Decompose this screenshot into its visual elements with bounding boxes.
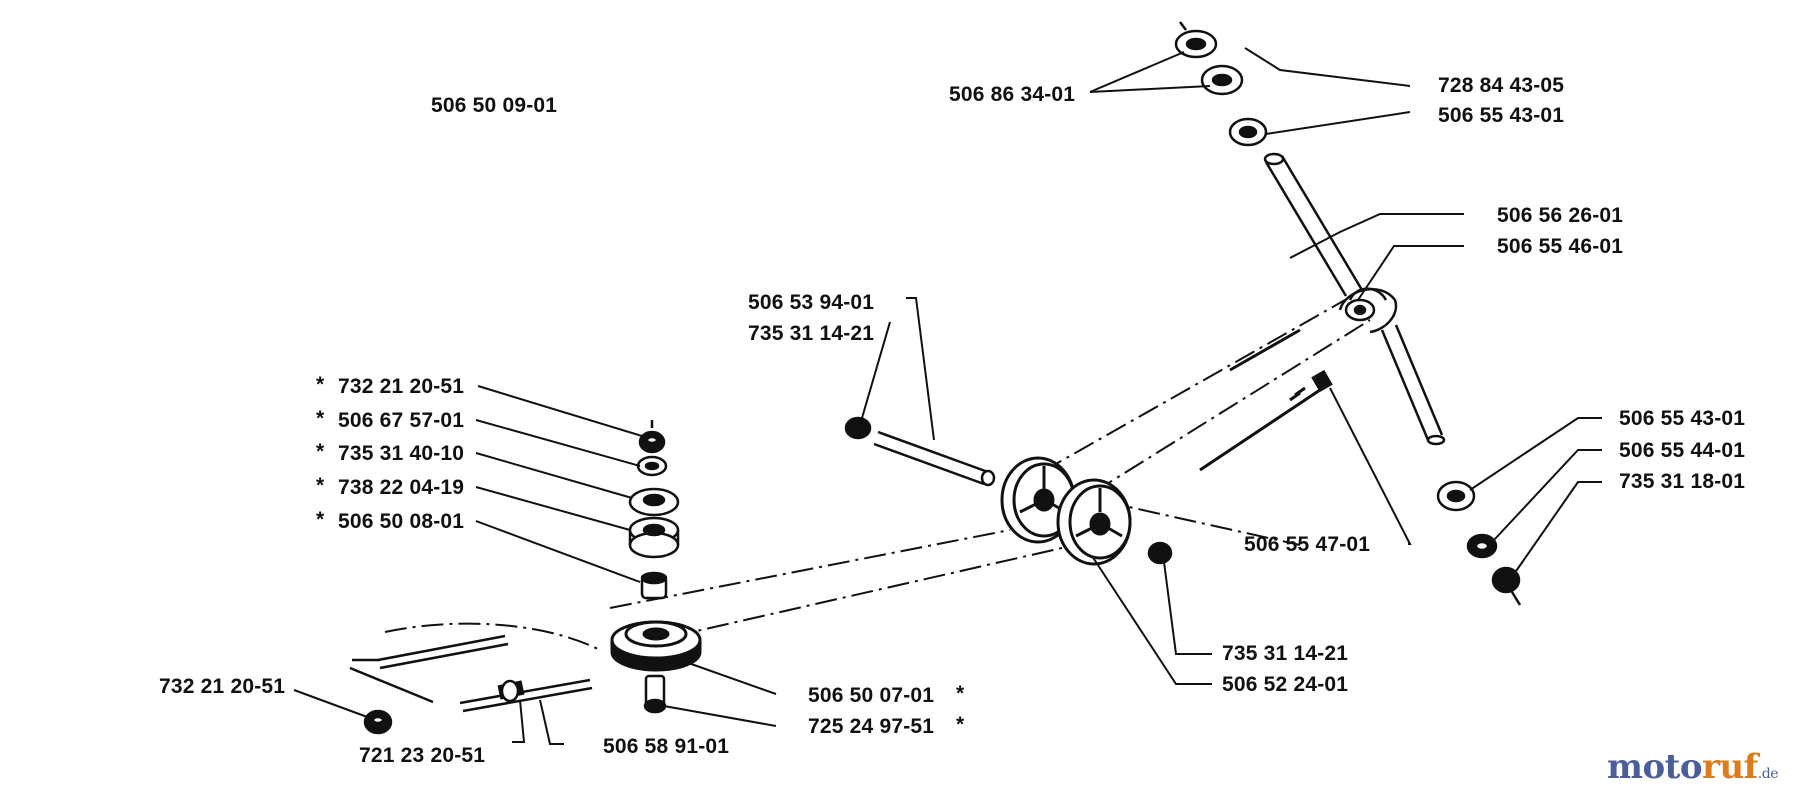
part-label-735314010[interactable]: 735 31 40-10 xyxy=(338,442,465,465)
watermark-logo: motoruf.de xyxy=(1606,747,1779,787)
part-label-738220419[interactable]: 738 22 04-19 xyxy=(338,476,465,499)
star-marker-506675701: * xyxy=(316,407,325,430)
springs xyxy=(1199,328,1333,472)
star-marker-506500701: * xyxy=(956,682,965,705)
upper-shaft xyxy=(1263,152,1364,297)
mid-shaft-and-bolt xyxy=(844,416,996,487)
mid-pulley-right xyxy=(1056,478,1132,566)
assembly-number: 506 50 09-01 xyxy=(431,94,558,117)
part-label-735311801[interactable]: 735 31 18-01 xyxy=(1619,470,1746,493)
part-label-506554401[interactable]: 506 55 44-01 xyxy=(1619,439,1746,462)
lower-shaft xyxy=(1380,324,1446,446)
part-label-735311421-upper[interactable]: 735 31 14-21 xyxy=(748,322,875,345)
part-label-506500801[interactable]: 506 50 08-01 xyxy=(338,510,465,533)
part-label-506554301-right[interactable]: 506 55 43-01 xyxy=(1619,407,1746,430)
idler-bracket xyxy=(1338,287,1398,334)
watermark-part2: ruf xyxy=(1702,747,1758,787)
right-nuts xyxy=(1436,480,1522,606)
cable-nut xyxy=(363,709,393,735)
star-marker-735314010: * xyxy=(316,440,325,463)
star-marker-506500801: * xyxy=(316,508,325,531)
part-label-506863401[interactable]: 506 86 34-01 xyxy=(949,83,1076,106)
part-label-506500701[interactable]: 506 50 07-01 xyxy=(808,684,935,707)
part-label-506522401[interactable]: 506 52 24-01 xyxy=(1222,673,1349,696)
part-label-506554701[interactable]: 506 55 47-01 xyxy=(1244,533,1371,556)
leader-lines xyxy=(293,47,1602,745)
star-marker-738220419: * xyxy=(316,474,325,497)
left-stack xyxy=(628,420,680,600)
part-label-506554301-top[interactable]: 506 55 43-01 xyxy=(1438,104,1565,127)
upper-spacers xyxy=(1174,21,1268,147)
part-label-732212051-cable[interactable]: 732 21 20-51 xyxy=(159,675,286,698)
star-marker-725249751: * xyxy=(956,713,965,736)
part-label-506589101[interactable]: 506 58 91-01 xyxy=(603,735,730,758)
left-main-pulley xyxy=(610,620,702,672)
part-label-506539401[interactable]: 506 53 94-01 xyxy=(748,291,875,314)
mid-nut xyxy=(1147,541,1173,565)
left-bolt xyxy=(643,674,667,714)
part-label-721232051[interactable]: 721 23 20-51 xyxy=(359,744,486,767)
part-label-506675701[interactable]: 506 67 57-01 xyxy=(338,409,465,432)
part-label-735311421-lower[interactable]: 735 31 14-21 xyxy=(1222,642,1349,665)
watermark-part1: moto xyxy=(1606,747,1703,787)
star-marker-732212051: * xyxy=(316,373,325,396)
part-label-506562601[interactable]: 506 56 26-01 xyxy=(1497,204,1624,227)
part-label-506554601[interactable]: 506 55 46-01 xyxy=(1497,235,1624,258)
part-label-725249751[interactable]: 725 24 97-51 xyxy=(808,715,935,738)
part-label-732212051-stack[interactable]: 732 21 20-51 xyxy=(338,375,465,398)
cable xyxy=(349,634,593,713)
part-label-728844305[interactable]: 728 84 43-05 xyxy=(1438,74,1565,97)
watermark-part3: .de xyxy=(1757,766,1779,782)
